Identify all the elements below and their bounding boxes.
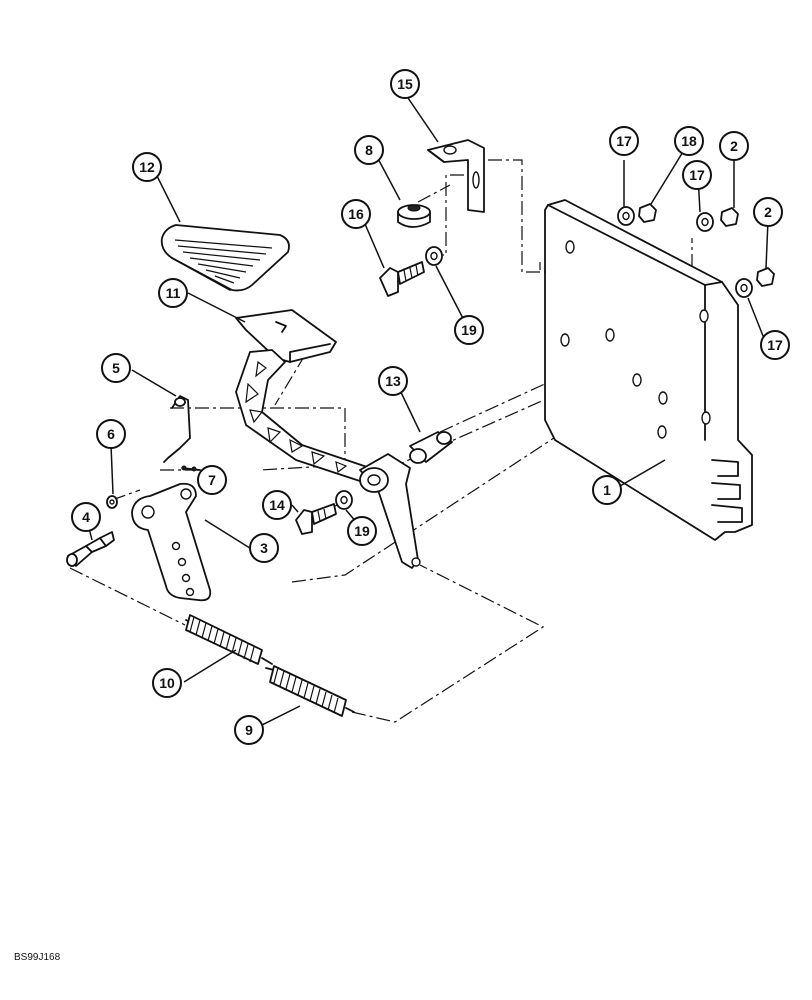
callout-9: 9 [234, 715, 264, 745]
callout-2a: 2 [719, 131, 749, 161]
svg-text:12: 12 [139, 159, 155, 175]
rod [163, 395, 191, 463]
bolt-16 [379, 261, 425, 297]
pedal-mount-plate [235, 309, 337, 363]
lever-plate [131, 482, 212, 602]
svg-text:9: 9 [245, 722, 253, 738]
washer-19-upper [425, 246, 443, 266]
figure-code: BS99J168 [14, 952, 61, 963]
spring-9 [265, 665, 355, 717]
mounting-plate [544, 199, 753, 541]
callout-18: 18 [674, 126, 704, 156]
callout-16: 16 [341, 199, 371, 229]
callout-11: 11 [158, 278, 188, 308]
callout-17c: 17 [760, 330, 790, 360]
callout-17a: 17 [609, 126, 639, 156]
svg-text:10: 10 [159, 675, 175, 691]
svg-text:18: 18 [681, 133, 697, 149]
callout-15: 15 [390, 69, 420, 99]
svg-text:6: 6 [107, 426, 115, 442]
callout-5: 5 [101, 353, 131, 383]
callout-14: 14 [262, 490, 292, 520]
callout-3: 3 [249, 533, 279, 563]
bolt-14 [295, 503, 337, 535]
callout-1: 1 [592, 475, 622, 505]
svg-text:15: 15 [397, 76, 413, 92]
washer-6 [106, 495, 118, 509]
nut-2-a [720, 207, 739, 227]
svg-text:1: 1 [603, 482, 611, 498]
svg-text:4: 4 [82, 509, 90, 525]
svg-text:19: 19 [354, 523, 370, 539]
bumper [397, 204, 431, 228]
svg-text:19: 19 [461, 322, 477, 338]
bushing [409, 431, 453, 464]
spring-10 [185, 614, 273, 665]
pedal-pad [160, 224, 290, 292]
svg-text:8: 8 [365, 142, 373, 158]
svg-text:3: 3 [260, 540, 268, 556]
plate-hardware [617, 203, 775, 298]
svg-text:2: 2 [730, 138, 738, 154]
nut-2-b [756, 267, 775, 287]
svg-text:16: 16 [348, 206, 364, 222]
callout-6: 6 [96, 419, 126, 449]
svg-text:7: 7 [208, 472, 216, 488]
svg-text:2: 2 [764, 204, 772, 220]
svg-text:17: 17 [689, 167, 705, 183]
callout-13: 13 [378, 366, 408, 396]
callout-4: 4 [71, 502, 101, 532]
svg-text:14: 14 [269, 497, 285, 513]
stud [66, 531, 115, 567]
callouts: 1 2 2 3 4 5 6 7 8 9 10 11 12 13 14 15 16… [71, 69, 790, 745]
pin [181, 465, 201, 472]
nut-18 [638, 203, 657, 223]
svg-text:5: 5 [112, 360, 120, 376]
svg-text:17: 17 [616, 133, 632, 149]
callout-17b: 17 [682, 160, 712, 190]
callout-8: 8 [354, 135, 384, 165]
washer-19-lower [335, 490, 353, 510]
svg-text:17: 17 [767, 337, 783, 353]
callout-7: 7 [197, 465, 227, 495]
svg-text:11: 11 [166, 285, 181, 301]
callout-2b: 2 [753, 197, 783, 227]
svg-text:13: 13 [385, 373, 401, 389]
pedal-arm [235, 349, 421, 569]
callout-19a: 19 [454, 315, 484, 345]
bracket [427, 139, 485, 213]
callout-19b: 19 [347, 516, 377, 546]
callout-10: 10 [152, 668, 182, 698]
callout-12: 12 [132, 152, 162, 182]
